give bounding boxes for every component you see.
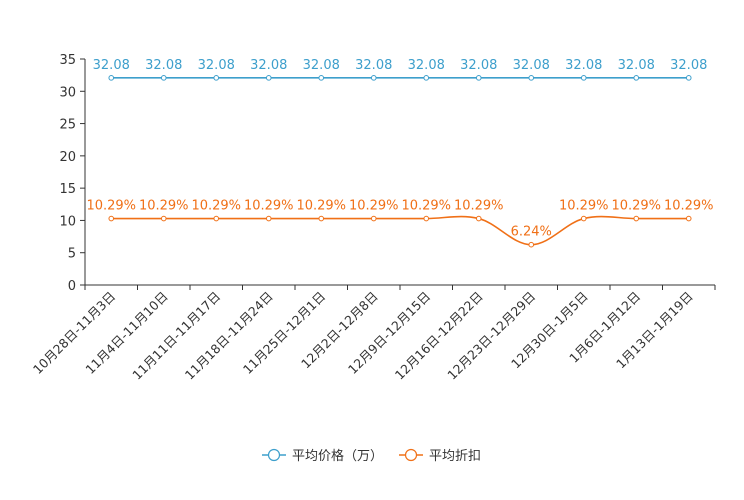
y-tick-label: 25 [59, 118, 76, 133]
data-point[interactable] [580, 215, 587, 222]
y-tick-label: 30 [59, 85, 76, 100]
data-label: 10.29% [139, 199, 189, 214]
data-label: 10.29% [611, 199, 661, 214]
data-point[interactable] [633, 215, 640, 222]
data-point[interactable] [685, 75, 692, 81]
data-point[interactable] [528, 75, 535, 81]
data-point[interactable] [160, 215, 167, 222]
data-point[interactable] [213, 75, 220, 81]
data-label: 32.08 [250, 58, 287, 73]
legend-marker-icon[interactable] [404, 448, 418, 462]
data-label: 32.08 [513, 58, 550, 73]
y-tick-label: 10 [59, 214, 76, 229]
data-point[interactable] [423, 215, 430, 222]
data-label: 10.29% [86, 199, 136, 214]
data-point[interactable] [580, 75, 587, 81]
data-point[interactable] [685, 215, 692, 222]
y-tick-label: 5 [68, 247, 76, 262]
data-point[interactable] [370, 215, 377, 222]
y-tick-label: 15 [59, 182, 76, 197]
x-tick-label: 12月23日-12月29日 [444, 289, 538, 383]
data-label: 10.29% [664, 199, 714, 214]
data-label: 10.29% [191, 199, 241, 214]
data-label: 10.29% [454, 199, 504, 214]
data-label: 32.08 [303, 58, 340, 73]
data-point[interactable] [318, 75, 325, 81]
data-label: 10.29% [244, 199, 294, 214]
x-tick-label: 11月18日-11月24日 [182, 289, 276, 383]
data-point[interactable] [423, 75, 430, 81]
data-label: 32.08 [460, 58, 497, 73]
series-line-1 [111, 215, 689, 246]
legend-label[interactable]: 平均折扣 [429, 449, 481, 464]
data-label: 32.08 [355, 58, 392, 73]
data-label: 6.24% [511, 225, 552, 240]
data-label: 10.29% [559, 199, 609, 214]
x-tick-label: 11月11日-11月17日 [129, 289, 223, 383]
y-tick-label: 35 [59, 53, 76, 68]
data-label: 32.08 [93, 58, 130, 73]
data-point[interactable] [213, 215, 220, 222]
data-point[interactable] [370, 75, 377, 81]
data-point[interactable] [108, 215, 115, 222]
y-tick-label: 0 [68, 279, 76, 294]
data-label: 32.08 [145, 58, 182, 73]
data-point[interactable] [528, 241, 535, 248]
x-tick-label: 12月16日-12月22日 [392, 289, 486, 383]
data-point[interactable] [160, 75, 167, 81]
y-tick-label: 20 [59, 150, 76, 165]
data-point[interactable] [318, 215, 325, 222]
data-point[interactable] [475, 215, 482, 222]
data-label: 10.29% [349, 199, 399, 214]
data-label: 10.29% [401, 199, 451, 214]
data-point[interactable] [475, 75, 482, 81]
data-point[interactable] [633, 75, 640, 81]
data-point[interactable] [108, 75, 115, 81]
legend-marker-icon[interactable] [267, 448, 281, 462]
data-label: 32.08 [408, 58, 445, 73]
data-label: 32.08 [618, 58, 655, 73]
data-label: 32.08 [670, 58, 707, 73]
data-label: 32.08 [198, 58, 235, 73]
legend-label[interactable]: 平均价格（万） [292, 448, 383, 464]
data-point[interactable] [265, 215, 272, 222]
data-label: 10.29% [296, 199, 346, 214]
data-label: 32.08 [565, 58, 602, 73]
data-point[interactable] [265, 75, 272, 81]
